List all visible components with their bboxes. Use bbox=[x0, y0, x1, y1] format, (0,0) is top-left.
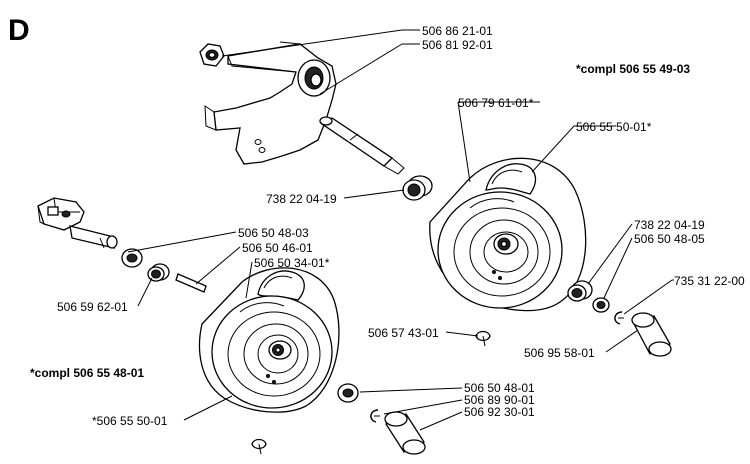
label-738-22-04-19-top: 738 22 04-19 bbox=[266, 192, 337, 206]
left-wheel-valve bbox=[251, 438, 267, 455]
part-labels: 506 86 21-01 506 81 92-01 506 79 61-01* … bbox=[57, 24, 745, 428]
label-506-50-48-01: 506 50 48-01 bbox=[464, 381, 535, 395]
label-506-59-62-01: 506 59 62-01 bbox=[57, 300, 128, 314]
label-738-22-04-19-right: 738 22 04-19 bbox=[634, 218, 705, 232]
right-bearing bbox=[567, 280, 593, 302]
left-pivot-assembly bbox=[37, 197, 118, 249]
assembly-note-right-wheel: *compl 506 55 49-03 bbox=[576, 62, 690, 76]
label-506-92-30-01: 506 92 30-01 bbox=[464, 405, 535, 419]
label-506-50-34-01: 506 50 34-01* bbox=[254, 256, 330, 270]
right-hub-cap bbox=[631, 312, 672, 357]
label-506-50-48-03: 506 50 48-03 bbox=[238, 226, 309, 240]
assembly-note-left-wheel: *compl 506 55 48-01 bbox=[30, 366, 144, 380]
right-wheel-valve bbox=[475, 330, 491, 347]
axle-bearing bbox=[402, 175, 433, 201]
right-wheel bbox=[429, 157, 587, 312]
label-506-79-61-01: 506 79 61-01* bbox=[458, 96, 534, 110]
left-hub-cap bbox=[384, 411, 426, 455]
right-washer bbox=[592, 297, 610, 313]
label-506-57-43-01: 506 57 43-01 bbox=[368, 326, 439, 340]
section-letter: D bbox=[8, 14, 30, 47]
left-clip bbox=[370, 409, 380, 423]
label-506-55-50-01-right: 506 55 50-01* bbox=[576, 120, 652, 134]
right-clip bbox=[614, 311, 624, 325]
label-506-50-46-01: 506 50 46-01 bbox=[242, 241, 313, 255]
left-washer-top bbox=[121, 248, 143, 268]
label-506-50-48-05: 506 50 48-05 bbox=[634, 232, 705, 246]
axle-bracket bbox=[199, 41, 405, 175]
label-735-31-22-00: 735 31 22-00 bbox=[674, 274, 745, 288]
left-pin bbox=[175, 273, 207, 293]
label-506-89-90-01: 506 89 90-01 bbox=[464, 393, 535, 407]
left-washer-bottom bbox=[337, 383, 359, 403]
label-506-86-21-01: 506 86 21-01 bbox=[422, 24, 493, 38]
label-506-55-50-01-left: *506 55 50-01 bbox=[92, 414, 168, 428]
bracket-nut bbox=[199, 43, 225, 67]
left-bearing bbox=[147, 263, 170, 282]
left-wheel bbox=[198, 267, 340, 413]
leader-lines bbox=[127, 29, 674, 431]
label-506-95-58-01: 506 95 58-01 bbox=[524, 346, 595, 360]
label-506-81-92-01: 506 81 92-01 bbox=[422, 38, 493, 52]
